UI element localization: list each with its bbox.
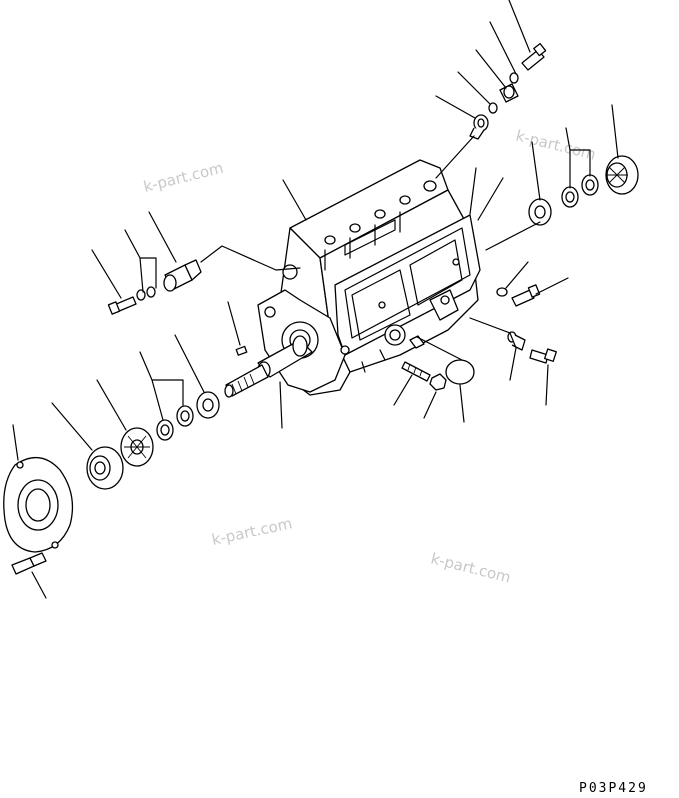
- watermark: k-part.com: [514, 126, 598, 163]
- o-ring: [445, 359, 475, 385]
- watermark: k-part.com: [210, 514, 294, 549]
- stud-bolt: [401, 361, 431, 382]
- bearing: [86, 446, 124, 490]
- top-washer: [509, 72, 519, 84]
- cover-washer: [496, 287, 508, 297]
- small-bolt: [107, 296, 137, 315]
- governor-cap: [605, 155, 639, 195]
- flange-cover: [3, 457, 74, 553]
- top-bolt: [521, 42, 547, 71]
- key: [235, 345, 248, 356]
- leader-lines: [12, 0, 619, 599]
- oil-seal: [196, 391, 220, 419]
- small-washer: [136, 286, 156, 301]
- sealing-washer: [488, 102, 498, 114]
- right-washers: [561, 174, 599, 208]
- flange-bolt: [11, 552, 47, 575]
- gasket-small: [409, 335, 425, 349]
- watermark: k-part.com: [142, 159, 226, 196]
- right-seal: [528, 198, 552, 226]
- cover-bolt: [511, 284, 541, 307]
- part-code-label: P03P429: [579, 781, 648, 796]
- nut: [429, 373, 447, 391]
- elbow-fitting: [469, 114, 489, 140]
- banjo-fitting: [499, 83, 519, 103]
- drive-shaft: [224, 335, 313, 398]
- right-bolt: [529, 348, 557, 364]
- watermark: k-part.com: [429, 549, 513, 586]
- washers: [156, 405, 194, 441]
- plug-fitting: [163, 259, 202, 292]
- coupling-rotor: [120, 427, 154, 467]
